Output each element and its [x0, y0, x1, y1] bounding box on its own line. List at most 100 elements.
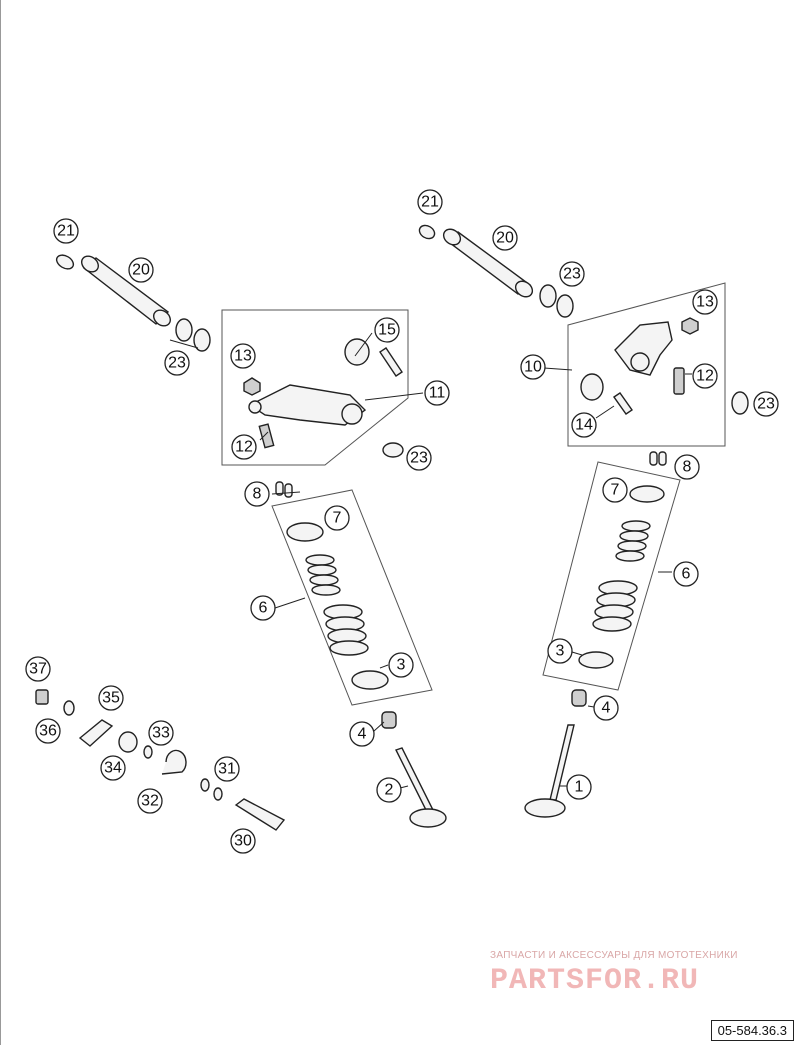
callout-17: 13 — [692, 289, 718, 315]
callout-3: 13 — [230, 343, 256, 369]
callout-27: 1 — [566, 774, 592, 800]
inner-valve-spring-left — [305, 554, 341, 596]
washer-left-a — [175, 318, 193, 342]
callout-label: 23 — [757, 396, 775, 413]
decompressor-shaft — [234, 798, 286, 831]
diagram-reference-code: 05-584.36.3 — [710, 1020, 794, 1041]
callout-label: 36 — [39, 723, 57, 740]
callout-18: 10 — [520, 354, 546, 380]
nut-left — [243, 377, 261, 396]
callout-7: 23 — [406, 445, 432, 471]
rocker-arm-left — [248, 384, 367, 426]
spring-retainer-right — [629, 485, 665, 503]
callout-25: 3 — [547, 638, 573, 664]
callout-label: 30 — [234, 833, 252, 850]
small-o-ring-a — [200, 778, 210, 792]
roller-and-pin-right — [580, 373, 633, 415]
callout-23: 7 — [602, 477, 628, 503]
callout-label: 3 — [397, 657, 406, 674]
callout-label: 13 — [234, 348, 252, 365]
outer-valve-spring-left — [323, 604, 369, 656]
rocker-shaft-left — [81, 255, 171, 327]
adjuster-screw-right — [673, 367, 685, 395]
callout-35: 30 — [230, 828, 256, 854]
callout-label: 15 — [378, 322, 396, 339]
callout-9: 7 — [324, 505, 350, 531]
rocker-shaft-right — [442, 228, 534, 298]
callout-8: 8 — [244, 481, 270, 507]
lock-plate — [78, 719, 114, 747]
callout-label: 14 — [575, 417, 593, 434]
callout-label: 21 — [57, 223, 75, 240]
callout-label: 1 — [575, 779, 584, 796]
valve-stem-seal-left — [381, 711, 397, 729]
o-ring-right — [418, 224, 436, 240]
callout-4: 15 — [374, 317, 400, 343]
torsion-spring — [161, 749, 187, 775]
callout-label: 31 — [218, 761, 236, 778]
callout-label: 6 — [259, 600, 268, 617]
callout-label: 34 — [104, 760, 122, 777]
plug-screw — [35, 689, 49, 705]
callout-label: 33 — [152, 725, 170, 742]
callout-13: 2 — [376, 777, 402, 803]
callout-label: 11 — [429, 385, 446, 402]
callout-label: 23 — [563, 266, 581, 283]
inner-valve-spring-right — [615, 520, 651, 562]
callout-19: 12 — [692, 363, 718, 389]
rocker-arm-group-box-left — [221, 309, 409, 466]
callout-label: 4 — [358, 726, 367, 743]
page-border-line — [0, 0, 1, 1045]
shaft-seal — [118, 731, 138, 753]
callout-2: 23 — [164, 350, 190, 376]
callout-label: 21 — [421, 194, 439, 211]
spring-seat-left — [351, 670, 389, 690]
spring-retainer-left — [286, 522, 324, 542]
callout-24: 6 — [673, 561, 699, 587]
callout-5: 11 — [424, 380, 450, 406]
valve-keepers-right — [649, 451, 667, 466]
callout-label: 8 — [253, 486, 262, 503]
callout-20: 14 — [571, 412, 597, 438]
callout-label: 3 — [556, 643, 565, 660]
o-ring-left — [55, 254, 75, 270]
callout-34: 32 — [137, 788, 163, 814]
valve-spring-group-box-right — [542, 461, 681, 691]
rocker-arm-right — [614, 321, 673, 376]
callout-label: 2 — [385, 782, 394, 799]
circlip-ring — [143, 745, 153, 759]
callout-label: 35 — [102, 690, 120, 707]
valve-left — [395, 747, 447, 828]
washer-left-b — [193, 328, 211, 352]
small-o-ring-b — [213, 787, 223, 801]
callout-21: 23 — [753, 391, 779, 417]
callout-label: 12 — [696, 368, 714, 385]
callout-33: 31 — [214, 756, 240, 782]
small-washer — [63, 700, 75, 716]
callout-12: 4 — [349, 721, 375, 747]
callout-label: 23 — [410, 450, 428, 467]
washer-right-b — [556, 294, 574, 318]
callout-label: 7 — [333, 510, 342, 527]
callout-label: 10 — [524, 359, 542, 376]
callout-10: 6 — [250, 595, 276, 621]
roller-and-pin-left — [344, 338, 403, 377]
callout-22: 8 — [674, 454, 700, 480]
callout-15: 20 — [492, 225, 518, 251]
valve-stem-seal-right — [571, 689, 587, 707]
nut-right — [681, 317, 699, 335]
callout-6: 12 — [231, 434, 257, 460]
callout-label: 6 — [682, 566, 691, 583]
callout-14: 21 — [417, 189, 443, 215]
callout-label: 23 — [168, 355, 186, 372]
callout-30: 36 — [35, 718, 61, 744]
callout-32: 34 — [100, 755, 126, 781]
callout-label: 4 — [602, 700, 611, 717]
callout-26: 4 — [593, 695, 619, 721]
rocker-arm-group-box-right — [567, 282, 726, 447]
callout-label: 8 — [683, 459, 692, 476]
callout-31: 33 — [148, 720, 174, 746]
callout-29: 35 — [98, 685, 124, 711]
washer-right-a — [539, 284, 557, 308]
